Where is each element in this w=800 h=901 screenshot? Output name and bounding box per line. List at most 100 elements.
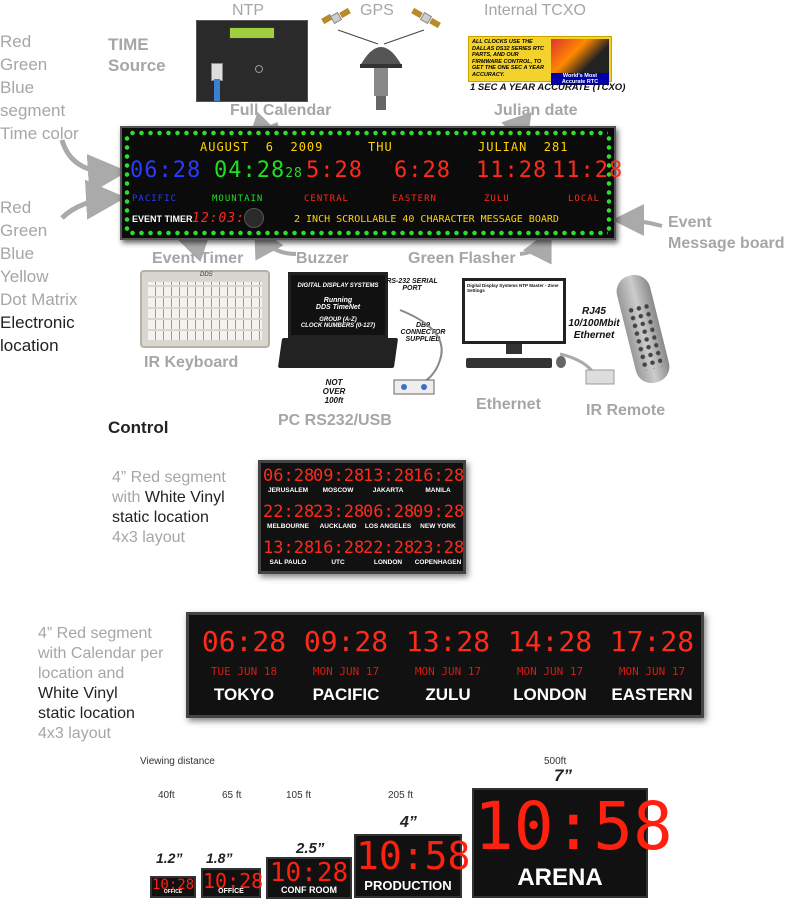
board-4x3-time: 09:28 [413, 502, 465, 522]
remote-body [613, 271, 673, 387]
board-4x3-desc1: 4” Red segment [112, 469, 226, 486]
viewing-clock-time: 10:28 [203, 869, 264, 893]
digit-size-label: 4” [400, 814, 417, 831]
digit-size-label: 2.5” [296, 840, 325, 857]
time-source-line2: Source [108, 56, 166, 75]
dot-line-green: Green [0, 221, 48, 240]
digit-size-label: 7” [554, 766, 572, 785]
keyboard-keys [148, 282, 262, 340]
dot-line-yellow: Yellow [0, 267, 49, 286]
ethernet-monitor-image: Digital Display Systems NTP Master - Zon… [462, 278, 566, 378]
board-4x3-time: 13:28 [363, 466, 415, 486]
board-cal-time: 14:28 [507, 625, 593, 658]
board-zone-pacific: PACIFIC [132, 194, 177, 204]
arrow-dot-matrix [60, 179, 126, 220]
not-over-label: NOT OVER 100ft [322, 378, 346, 405]
board-cal-city: TOKYO [213, 685, 275, 704]
tcxo-ad-text: ALL CLOCKS USE THE DALLAS DS32 SERIES RT… [472, 39, 545, 78]
arrow-event-message [612, 204, 663, 237]
keyboard-mini [466, 358, 552, 368]
monitor-title: Digital Display Systems NTP Master - Zon… [467, 283, 559, 293]
board-time-eastern: 6:28 [394, 158, 451, 183]
board-cal-time: 17:28 [609, 625, 695, 658]
rs232-port-label: RS-232 SERIAL PORT [386, 278, 438, 292]
remote-buttons [626, 302, 664, 372]
event-timer-callout: Event Timer [152, 250, 244, 267]
board-4x3-city: JAKARTA [372, 487, 404, 494]
tcxo-chip-image [551, 39, 609, 73]
board-cal-time: 09:28 [303, 625, 389, 658]
control-heading: Control [108, 418, 169, 437]
viewing-clock-caption: CONF ROOM [281, 885, 337, 895]
board-4x3-city: JERUSALEM [267, 487, 309, 494]
board-4x3-time: 23:28 [313, 502, 365, 522]
board-4x3-time: 22:28 [363, 538, 415, 558]
board-zone-local: LOCAL [568, 194, 601, 204]
board-cal-desc6: 4x3 layout [38, 725, 111, 742]
viewing-clock-time: 10:28 [152, 877, 195, 893]
ntp-lcd [229, 27, 275, 39]
board-4x3-city: MOSCOW [322, 487, 354, 494]
board-cal-date: MON JUN 17 [516, 665, 584, 678]
board-4x3-city: AUCKLAND [319, 523, 357, 530]
board-4x3-time: 16:28 [413, 466, 465, 486]
event-message-line1: Event [668, 214, 712, 231]
green-flasher-callout: Green Flasher [408, 250, 516, 267]
event-message-callout: Event Message board [668, 212, 784, 254]
db9-label: DB9 CONNECTOR SUPPLIED [400, 322, 446, 343]
viewing-distance-value: 205 ft [388, 790, 414, 801]
arrow-time-color [59, 139, 128, 194]
board-4x3-city: LOS ANGELES [364, 523, 412, 530]
board-cal-date: TUE JUN 18 [210, 665, 278, 678]
green-flasher-right [606, 134, 612, 232]
board-zone-zulu: ZULU [484, 194, 510, 204]
board-cal-desc3: location and [38, 665, 125, 682]
board-cal-date: MON JUN 17 [414, 665, 482, 678]
gps-antenna-illustration [321, 7, 441, 110]
board-time-mountain: 04:2828 [214, 158, 303, 183]
board-day: THU [368, 140, 393, 154]
board-time-zulu: 11:28 [476, 158, 548, 183]
board-4x3-city: COPENHAGEN [414, 559, 462, 566]
board-zone-mountain: MOUNTAIN [212, 194, 264, 204]
board-zone-eastern: EASTERN [392, 194, 437, 204]
viewing-distance-value: 40ft [158, 790, 175, 801]
board-cal-desc2a: with [38, 645, 71, 662]
board-4x3-city: MANILA [425, 487, 451, 494]
board-4x3-description: 4” Red segment with White Vinyl static l… [112, 468, 226, 548]
ethernet-cable [559, 352, 615, 385]
main-board: AUGUST 6 2009 THU JULIAN 281 06:28 04:28… [120, 126, 622, 240]
board-4x3-time: 06:28 [263, 466, 315, 486]
board-4x3-time: 22:28 [263, 502, 315, 522]
ntp-cable [214, 79, 220, 101]
board-cal-city: LONDON [513, 685, 587, 704]
ntp-label: NTP [232, 2, 264, 19]
board-4x3-city: MELBOURNE [267, 523, 309, 530]
green-flasher-bottom [128, 230, 608, 236]
laptop-line3: DDS TimeNet [315, 304, 361, 311]
ir-remote-image [613, 270, 684, 388]
digit-size-label: 1.8” [206, 850, 233, 866]
board-cal-date: MON JUN 17 [618, 665, 686, 678]
buzzer-icon [244, 208, 264, 228]
dot-matrix-label: Red Green Blue Yellow Dot Matrix [0, 196, 77, 311]
segment-color-label: Red Green Blue segment Time color [0, 30, 79, 145]
event-timer-label: EVENT TIMER [132, 214, 193, 224]
green-flasher-top [128, 130, 608, 136]
color-line-time-color: Time color [0, 124, 79, 143]
ir-remote-label: IR Remote [586, 402, 666, 419]
board-4x3-desc2b: White Vinyl [144, 489, 225, 506]
board-cal-desc5: static location [38, 705, 135, 722]
pc-rs232-label: PC RS232/USB [278, 412, 392, 429]
color-line-segment: segment [0, 101, 66, 120]
board-cal-time: 13:28 [405, 625, 491, 658]
electronic-line: Electronic [0, 313, 75, 332]
laptop-line2: Running [323, 297, 353, 304]
board-cal-time: 06:28 [201, 625, 287, 658]
dot-line-blue: Blue [0, 244, 35, 263]
viewing-clock-time: 10:58 [356, 834, 471, 878]
ntp-device-image [196, 20, 308, 102]
